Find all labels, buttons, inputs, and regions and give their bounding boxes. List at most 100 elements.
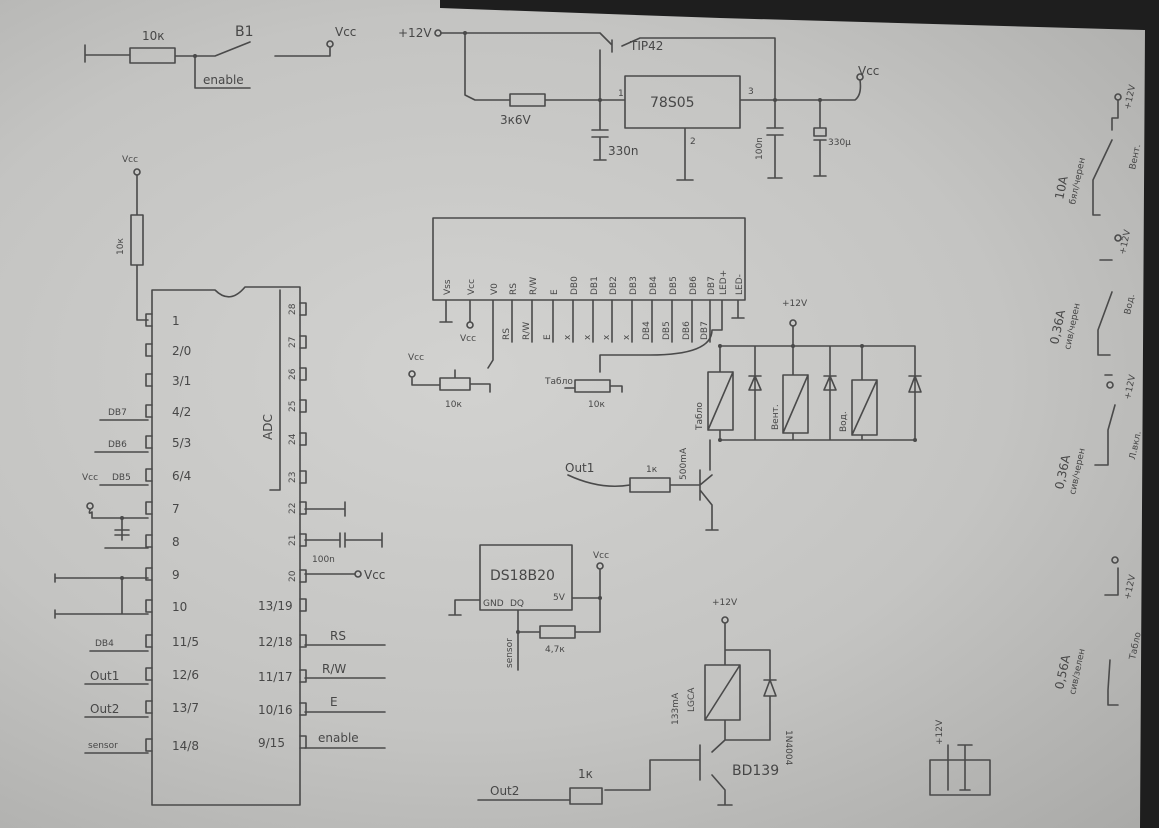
mcu-pin (145, 404, 153, 418)
net-label: RS (330, 629, 346, 643)
mcu-pin (299, 501, 307, 515)
supply-symbol: +12V (929, 719, 991, 796)
lcd-net-label: x (622, 334, 632, 340)
mcu-pin (145, 501, 153, 515)
resistor-label: 10к (142, 29, 165, 43)
pin-number: 3/1 (172, 374, 191, 388)
switch-load-label: Л.вкл. (1128, 430, 1144, 460)
lcd-pin-label: DB0 (570, 276, 580, 295)
pin-number: 26 (288, 368, 298, 380)
relay-2-circuit: +12V 133mA LGCA 1N4004 BD139 1к Out2 (477, 598, 793, 806)
coil-label: Вент. (771, 404, 781, 430)
coil-label: Вод. (839, 411, 849, 432)
pin-number: 24 (288, 433, 298, 445)
lcd-pin-label: DB3 (629, 276, 639, 295)
pin-number: 11/17 (258, 670, 293, 684)
cap-label: 330μ (828, 138, 851, 148)
switches (1092, 93, 1122, 706)
lcd-net-label: DB4 (642, 321, 652, 340)
net-label: DB7 (108, 408, 127, 418)
pin-number: 13/7 (172, 701, 199, 715)
switch-supply-label: +12V (1118, 228, 1133, 256)
supply-label: +12V (782, 299, 808, 309)
pin-number: 4/2 (172, 405, 191, 419)
mcu-pin (299, 399, 307, 413)
lcd-pin-label: E (550, 289, 560, 295)
resistor-label: 1к (578, 767, 593, 781)
lcd-pin-label: DB4 (649, 276, 659, 295)
temperature-sensor: DS18B20 GND DQ 5V Vcc 4,7к sensor (448, 544, 609, 671)
supply-label: +12V (712, 598, 738, 608)
lcd-pin-label: DB5 (669, 276, 679, 295)
resistor-label: 4,7к (545, 645, 565, 655)
switch-wire-label: сив/черен (1063, 302, 1083, 350)
pin-number: 20 (288, 570, 298, 582)
net-label: E (330, 695, 338, 709)
pin-number: 10 (172, 600, 187, 614)
resistor-label: 1к (646, 465, 658, 475)
lcd-pin-label: DB1 (590, 276, 600, 295)
photo-edge (440, 0, 1159, 828)
output-label: Vcc (858, 64, 879, 78)
lcd-pin-label: DB6 (689, 276, 699, 295)
enable-net-label: enable (203, 73, 244, 87)
mcu-pin (145, 700, 153, 714)
microcontroller: Vcc 10к ADC DB7 DB6 DB5 Vcc DB4 Out1 Out… (54, 155, 386, 806)
cap-label: 330n (608, 144, 639, 158)
mcu-pin (145, 599, 153, 613)
net-label: Vcc (82, 473, 98, 483)
vcc-label: Vcc (122, 155, 138, 165)
lcd-net-label: x (583, 334, 593, 340)
pin-number: 23 (288, 472, 298, 483)
net-label: R/W (322, 662, 346, 676)
mcu-pin (145, 738, 153, 752)
pin-number: 9 (172, 568, 180, 582)
coil-label: LGCA (687, 687, 697, 712)
pin-number: 1 (172, 314, 180, 328)
switch-wire-label: сив/зелен (1068, 648, 1088, 696)
transistor-label: BD139 (732, 763, 779, 779)
net-label: sensor (88, 741, 118, 751)
resistor-label: 3к6V (500, 113, 532, 127)
pin-number: 28 (288, 303, 298, 315)
relay-bank: +12V Табло Вент. Вод. 500mA 1к Out1 (565, 299, 922, 531)
coil-label: Табло (695, 402, 705, 431)
mcu-pin (145, 343, 153, 357)
supply-label: +12V (935, 719, 945, 745)
lcd-pin-label: RS (509, 283, 519, 295)
sensor-ic-label: DS18B20 (490, 568, 555, 584)
pin-label: 3 (748, 87, 754, 97)
mcu-pin (145, 373, 153, 387)
lcd-net-label: DB7 (700, 321, 710, 340)
net-label: enable (318, 731, 359, 745)
pin-number: 21 (288, 535, 298, 546)
lcd-net-label: x (563, 334, 573, 340)
mcu-pin (299, 367, 307, 381)
lcd-pin-label: LED- (735, 274, 745, 295)
net-label: DB6 (108, 440, 127, 450)
mcu-pin (299, 735, 307, 749)
net-label: Табло (544, 377, 573, 387)
mcu-pin (145, 534, 153, 548)
lcd-net-label: x (602, 334, 612, 340)
lcd-pin-label: DB7 (707, 276, 717, 295)
mcu-pin (299, 669, 307, 683)
lcd-net-label: R/W (522, 322, 532, 340)
input-label: Out1 (565, 461, 594, 475)
pin-number: 8 (172, 535, 180, 549)
net-label: DB4 (95, 639, 114, 649)
vcc-label: Vcc (335, 25, 356, 39)
net-label: 100n (312, 555, 335, 565)
input-label: Out2 (490, 784, 519, 798)
transistor-label: TIP42 (629, 39, 663, 53)
lcd-pin-label: R/W (529, 277, 539, 295)
current-label: 133mA (671, 692, 681, 725)
net-label: Out2 (90, 702, 119, 716)
pin-number: 12/6 (172, 668, 199, 682)
net-label: Vcc (364, 568, 385, 582)
mcu-pin (145, 567, 153, 581)
input-label: +12V (398, 26, 432, 40)
switch-current-label: 10A (1052, 174, 1071, 201)
switch-wire-label: сив/черен (1068, 447, 1088, 495)
